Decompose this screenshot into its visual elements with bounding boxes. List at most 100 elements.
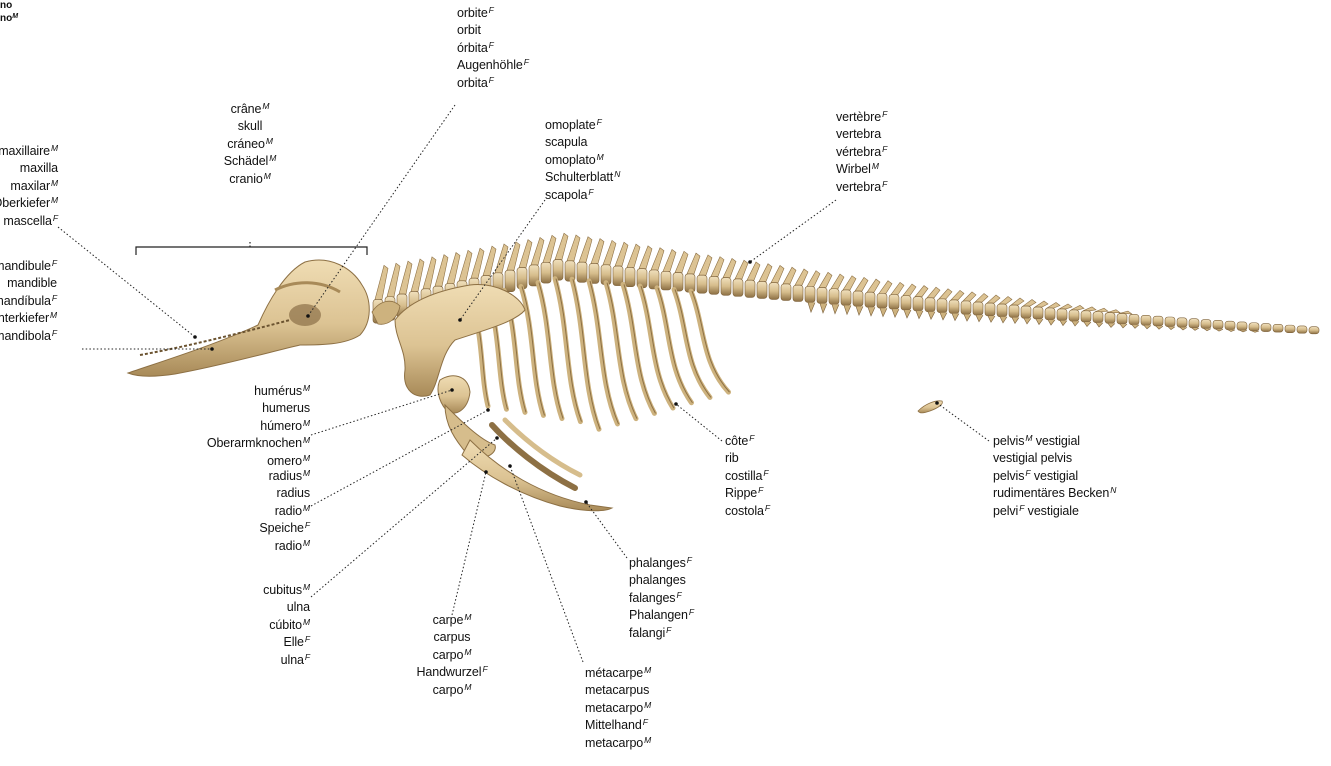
label-rib-term: costolaF	[725, 503, 845, 520]
label-mandible-term: mandibolaF	[0, 328, 57, 345]
gender-mark: F	[489, 5, 494, 15]
gender-mark: F	[689, 607, 694, 617]
label-vertebra-term: vertebra	[836, 126, 956, 143]
gender-mark: M	[464, 647, 471, 657]
gender-mark: F	[52, 328, 57, 338]
label-vertebra-term: vertèbreF	[836, 109, 956, 126]
flipper	[438, 376, 612, 511]
leader-line-radius	[311, 410, 488, 506]
gender-mark: F	[305, 652, 310, 662]
gender-mark: F	[643, 717, 648, 727]
vertebra-segment	[1201, 320, 1211, 331]
gender-mark: M	[303, 383, 310, 393]
leader-dot-rib	[674, 402, 678, 406]
gender-mark: M	[51, 195, 58, 205]
label-rib-term: RippeF	[725, 485, 845, 502]
label-metacarpus-term: metacarpus	[585, 682, 725, 699]
label-carpus-term: carpoM	[392, 647, 512, 664]
vertebra-segment	[1309, 327, 1319, 334]
label-scapula-term: scapolaF	[545, 187, 705, 204]
label-scapula-term: omoplateF	[545, 117, 705, 134]
leader-line-carpus	[452, 472, 486, 615]
gender-mark: M	[303, 617, 310, 627]
leader-dot-mandible	[210, 347, 214, 351]
leader-line-maxilla	[58, 227, 195, 337]
leader-dot-carpus	[484, 470, 488, 474]
label-mandible-term: UnterkieferM	[0, 310, 57, 327]
vertebra-segment	[1129, 314, 1139, 328]
gender-mark: M	[464, 682, 471, 692]
gender-mark: F	[52, 258, 57, 268]
label-humerus-term: húmeroM	[150, 418, 310, 435]
leader-dot-maxilla	[193, 335, 197, 339]
skull-bracket	[136, 240, 367, 255]
label-ulna-term: cúbitoM	[190, 617, 310, 634]
vertebra-segment	[1261, 324, 1271, 332]
label-metacarpus-term: MittelhandF	[585, 717, 725, 734]
leader-dot-phalanges	[584, 500, 588, 504]
label-phalanges-term: phalanges	[629, 572, 769, 589]
label-radius-term: radiusM	[190, 468, 310, 485]
leader-dot-pelvis	[935, 401, 939, 405]
gender-mark: M	[644, 735, 651, 745]
label-pelvis-term: pelvisM vestigial	[993, 433, 1193, 450]
gender-mark: M	[50, 310, 57, 320]
label-skull-term: skull	[190, 118, 310, 135]
label-skull-term: crâneM	[190, 101, 310, 118]
skull	[128, 260, 369, 376]
label-ulna-term: ElleF	[190, 634, 310, 651]
label-vertebra-term: vertebraF	[836, 179, 956, 196]
label-rib-term: costillaF	[725, 468, 845, 485]
gender-mark: M	[644, 665, 651, 675]
label-humerus-term: humérusM	[150, 383, 310, 400]
gender-mark: F	[524, 57, 529, 67]
gender-mark: F	[882, 179, 887, 189]
gender-mark: F	[666, 625, 671, 635]
gender-mark: F	[305, 634, 310, 644]
label-radius-term: radius	[190, 485, 310, 502]
label-orbit-term: AugenhöhleF	[457, 57, 577, 74]
gender-mark: M	[269, 153, 276, 163]
gender-mark: F	[763, 468, 768, 478]
label-orbit-term: orbit	[457, 22, 577, 39]
gender-mark: M	[303, 503, 310, 513]
vertebra-segment	[1225, 321, 1235, 331]
label-skull: crâneMskullcráneoMSchädelMcranioM	[190, 101, 310, 188]
vertebra-segment	[1189, 319, 1199, 331]
label-rib: côteFribcostillaFRippeFcostolaF	[725, 433, 845, 520]
label-humerus-term: OberarmknochenM	[150, 435, 310, 452]
label-humerus-term: humerus	[150, 400, 310, 417]
leader-line-ulna	[311, 438, 497, 597]
corner-line-1: no	[0, 0, 60, 11]
label-mandible-term: mandíbulaF	[0, 293, 57, 310]
gender-mark: F	[53, 213, 58, 223]
label-phalanges-term: falangiF	[629, 625, 769, 642]
label-mandible-term: mandibuleF	[0, 258, 57, 275]
label-metacarpus: métacarpeMmetacarpusmetacarpoMMittelhand…	[585, 665, 725, 752]
label-scapula-term: SchulterblattN	[545, 169, 705, 186]
gender-mark: M	[266, 136, 273, 146]
gender-mark: M	[303, 418, 310, 428]
gender-mark: F	[882, 144, 887, 154]
leader-line-vertebra	[750, 200, 836, 262]
gender-mark: F	[765, 503, 770, 513]
gender-mark: M	[872, 161, 879, 171]
label-skull-term: SchädelM	[190, 153, 310, 170]
gender-mark: M	[464, 612, 471, 622]
gender-mark: F	[52, 293, 57, 303]
vertebra-segment	[1141, 315, 1151, 328]
label-maxilla: maxillaireMmaxillamaxilarMOberkieferMmas…	[0, 143, 58, 230]
leader-dot-ulna	[495, 436, 499, 440]
label-phalanges-term: PhalangenF	[629, 607, 769, 624]
label-maxilla-term: maxilla	[0, 160, 58, 177]
gender-mark: M	[303, 468, 310, 478]
leader-line-pelvis	[937, 403, 989, 441]
label-rib-term: rib	[725, 450, 845, 467]
label-pelvis-term: vestigial pelvis	[993, 450, 1193, 467]
gender-mark: M	[264, 171, 271, 181]
label-pelvis-term: pelviF vestigiale	[993, 503, 1193, 520]
label-radius-term: SpeicheF	[190, 520, 310, 537]
gender-mark: F	[882, 109, 887, 119]
